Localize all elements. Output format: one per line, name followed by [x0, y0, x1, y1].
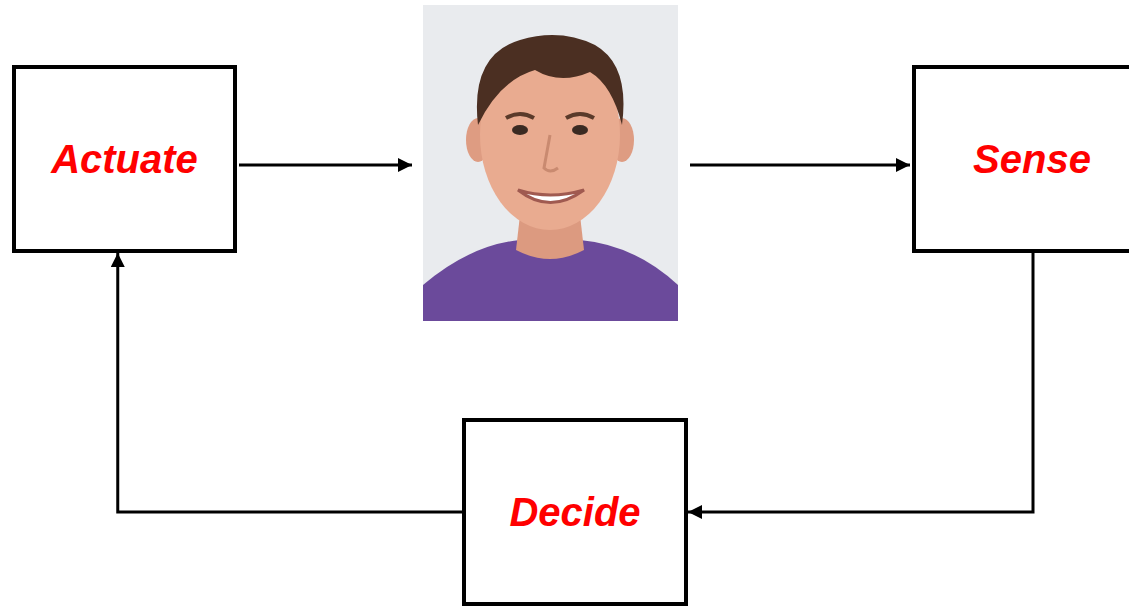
- process-box: Decide: [462, 418, 688, 606]
- box-label: Sense: [973, 136, 1091, 182]
- feedback-arrow: [118, 253, 462, 512]
- person-photo: [423, 5, 678, 321]
- process-box: Sense: [912, 65, 1129, 253]
- output-arrow: [690, 164, 910, 167]
- feedback-arrow: [688, 253, 1033, 512]
- input-arrow: [239, 164, 412, 167]
- box-label: Actuate: [51, 136, 198, 182]
- box-label: Decide: [509, 489, 640, 535]
- process-box: Actuate: [12, 65, 237, 253]
